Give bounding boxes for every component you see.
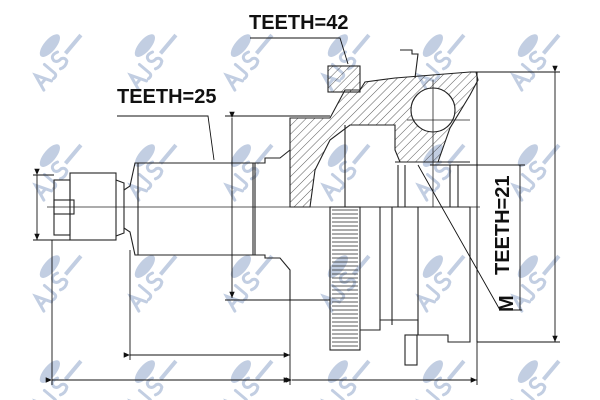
part-outline: [47, 49, 480, 366]
ajs-watermark-logo: [127, 359, 178, 400]
ajs-watermark-logo: [223, 143, 274, 202]
dimension-lines: [33, 37, 560, 385]
ajs-watermark-logo: [127, 254, 178, 313]
thread-label: M: [496, 295, 518, 312]
ajs-watermark-logo: [32, 33, 83, 92]
watermark-layer: [32, 33, 561, 400]
teeth-25-label: TEETH=25: [117, 86, 216, 108]
ajs-watermark-logo: [223, 33, 274, 92]
ajs-watermark-logo: [32, 254, 83, 313]
teeth-42-label: TEETH=42: [249, 12, 348, 34]
ajs-watermark-logo: [223, 359, 274, 400]
ajs-watermark-logo: [415, 254, 466, 313]
ajs-watermark-logo: [127, 143, 178, 202]
ajs-watermark-logo: [32, 359, 83, 400]
ajs-watermark-logo: [223, 254, 274, 313]
ajs-watermark-logo: [127, 33, 178, 92]
teeth-21-label: TEETH=21: [492, 176, 514, 275]
ajs-watermark-logo: [320, 359, 371, 400]
ajs-watermark-logo: [510, 33, 561, 92]
ajs-watermark-logo: [510, 359, 561, 400]
ajs-watermark-logo: [320, 143, 371, 202]
ajs-watermark-logo: [320, 254, 371, 313]
ajs-watermark-logo: [415, 359, 466, 400]
